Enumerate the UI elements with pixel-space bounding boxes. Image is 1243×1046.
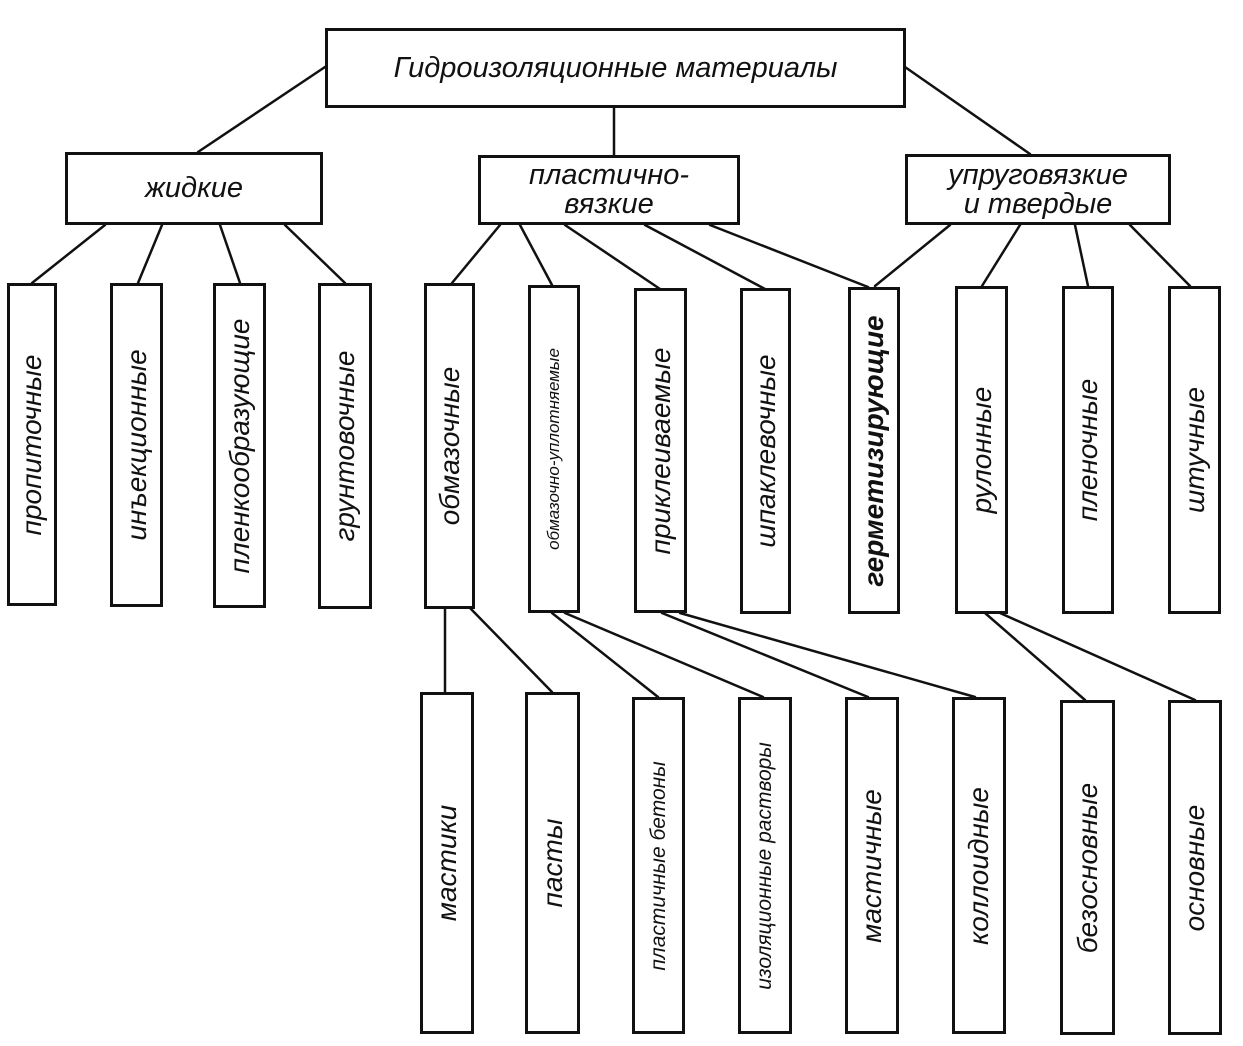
type-coating-sealing-label: обмазочно-уплотняемые <box>544 348 563 550</box>
category-elastic-solid-line2: и твердые <box>963 187 1113 220</box>
type-primer-label: грунтовочные <box>329 350 360 542</box>
type-film-forming-label: пленкообразующие <box>223 318 255 573</box>
category-plastic-viscous: пластично- вязкие <box>478 155 740 225</box>
subtype-mastics-label: мастики <box>431 804 462 922</box>
root-label: Гидроизоляционные материалы <box>393 51 838 84</box>
type-injection-label: инъекционные <box>120 349 152 541</box>
subtype-insulating-mortars: изоляционные растворы <box>738 697 792 1034</box>
subtype-baseless: безосновные <box>1060 700 1115 1035</box>
category-liquid: жидкие <box>65 152 323 225</box>
root-box: Гидроизоляционные материалы <box>325 28 906 108</box>
type-putty-label: шпаклевочные <box>749 354 781 548</box>
connector-glued-to-mastic <box>660 611 870 699</box>
connector-coating-sealing-to-concrete <box>550 611 660 699</box>
connector-liquid-to-injection <box>136 223 164 285</box>
subtype-mastic: мастичные <box>845 697 899 1034</box>
connector-liquid-to-film-forming <box>218 223 242 285</box>
type-piece-label: штучные <box>1178 386 1210 514</box>
subtype-pastes: пасты <box>525 692 580 1034</box>
connector-plastic-to-coating <box>450 223 502 285</box>
connector-plastic-to-coating-sealing <box>518 223 554 287</box>
connector-elastic-to-piece <box>1128 223 1192 288</box>
subtype-based-label: основные <box>1179 804 1210 931</box>
category-plastic-viscous-line2: вязкие <box>564 188 654 220</box>
type-film-label: пленочные <box>1072 378 1103 522</box>
subtype-plastic-concrete: пластичные бетоны <box>632 697 685 1034</box>
type-film-forming: пленкообразующие <box>213 283 266 608</box>
subtype-insulating-mortars-label: изоляционные растворы <box>753 741 776 990</box>
connector-roll-to-baseless <box>983 611 1087 702</box>
type-roll: рулонные <box>955 286 1008 614</box>
subtype-colloid: коллоидные <box>952 697 1006 1034</box>
connector-plastic-to-sealing <box>708 223 870 289</box>
connector-roll-to-based <box>998 611 1197 702</box>
connector-coating-to-pastes <box>468 606 554 694</box>
connector-coating-sealing-to-mortars <box>563 611 765 699</box>
connector-elastic-to-roll <box>980 223 1022 288</box>
connector-plastic-to-glued <box>563 223 662 291</box>
category-liquid-label: жидкие <box>144 172 244 204</box>
type-primer: грунтовочные <box>318 283 372 609</box>
subtype-pastes-label: пасты <box>536 818 568 908</box>
connector-root-to-liquid <box>196 65 327 154</box>
subtype-baseless-label: безосновные <box>1071 782 1103 953</box>
type-piece: штучные <box>1168 286 1221 614</box>
type-sealing: герметизирующие <box>848 287 900 614</box>
type-glued-label: приклеиваемые <box>644 347 676 554</box>
connector-elastic-to-film <box>1073 223 1090 288</box>
connector-liquid-to-primer <box>283 223 347 285</box>
subtype-mastics: мастики <box>420 692 474 1034</box>
connector-root-to-elastic <box>903 65 1032 156</box>
connector-plastic-to-putty <box>643 223 767 291</box>
type-coating: обмазочные <box>424 283 475 609</box>
connector-elastic-to-sealing <box>873 223 952 288</box>
connector-liquid-to-impregnating <box>30 223 107 285</box>
type-coating-label: обмазочные <box>433 366 465 526</box>
category-elastic-solid-line1: упруговязкие <box>948 158 1128 191</box>
category-plastic-viscous-line1: пластично- <box>529 159 689 191</box>
type-injection: инъекционные <box>110 283 163 607</box>
subtype-colloid-label: коллоидные <box>963 786 994 945</box>
type-coating-sealing: обмазочно-уплотняемые <box>528 285 580 613</box>
type-roll-label: рулонные <box>965 386 997 514</box>
subtype-plastic-concrete-label: пластичные бетоны <box>646 760 670 971</box>
type-impregnating-label: пропиточные <box>16 354 47 535</box>
type-glued: приклеиваемые <box>634 288 687 613</box>
category-elastic-solid: упруговязкие и твердые <box>905 154 1171 225</box>
subtype-mastic-label: мастичные <box>856 788 887 943</box>
type-putty: шпаклевочные <box>740 288 791 614</box>
type-sealing-label: герметизирующие <box>858 314 889 587</box>
subtype-based: основные <box>1168 700 1222 1035</box>
type-film: пленочные <box>1062 286 1114 614</box>
connector-glued-to-colloid <box>678 611 977 699</box>
type-impregnating: пропиточные <box>7 283 57 606</box>
